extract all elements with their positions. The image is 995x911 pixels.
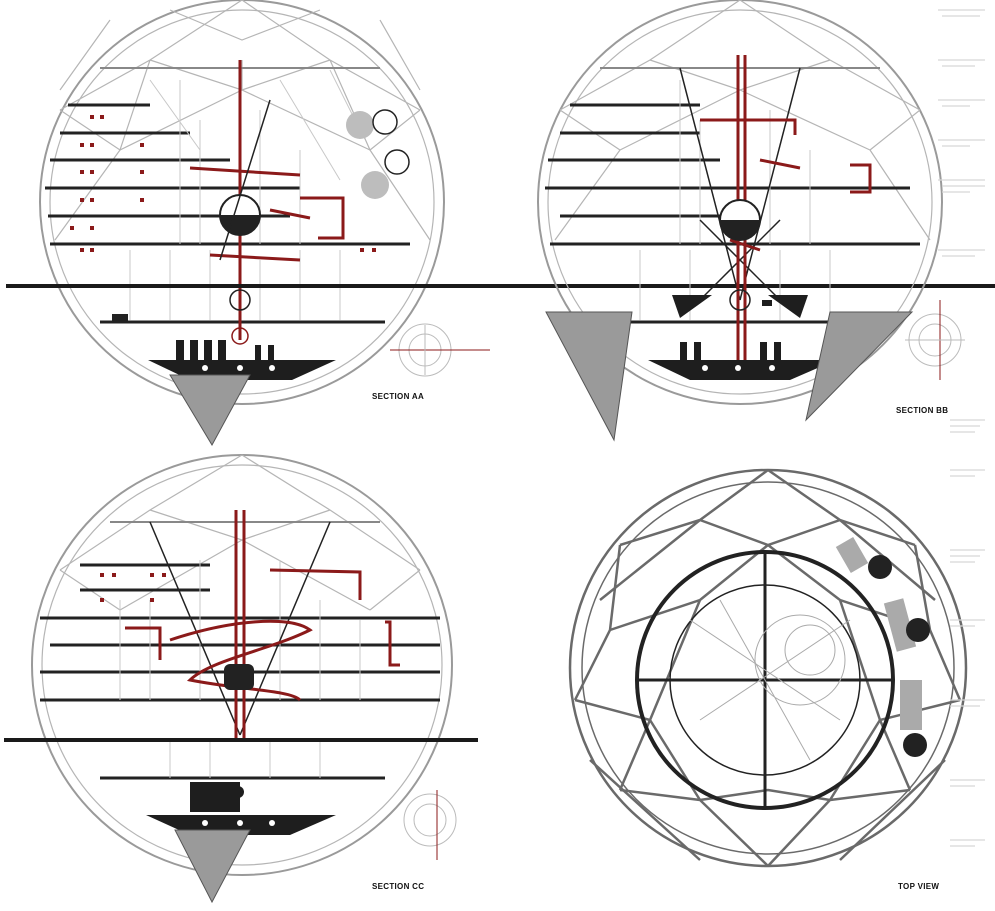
section-aa-diagonal-bracing — [219, 99, 271, 261]
section-cc-key-plan — [403, 790, 457, 860]
top-view-drawing — [568, 468, 968, 868]
section-aa-red-markers — [70, 115, 376, 252]
section-bb-hub — [719, 199, 761, 311]
top-view-caption: TOP VIEW — [898, 882, 940, 891]
section-aa-floor-slabs — [45, 67, 410, 324]
section-bb-partitions — [639, 80, 831, 320]
section-bb-x-bracing — [679, 67, 801, 301]
section-aa-pods — [346, 109, 410, 199]
section-cc-hub — [224, 664, 254, 690]
section-cc-red-markers — [100, 573, 166, 602]
section-cc-base — [146, 815, 336, 904]
section-aa-base — [112, 314, 336, 447]
top-view-inner-plan — [689, 599, 851, 761]
section-bb-drawing — [537, 0, 965, 442]
section-cc-x-bracing — [149, 521, 331, 736]
section-aa-geodesic-frame — [39, 0, 445, 405]
top-view-geodesic-frame — [568, 468, 968, 868]
section-bb-base — [545, 311, 914, 442]
section-aa-caption: SECTION AA — [372, 392, 425, 401]
margin-notes — [938, 9, 985, 847]
section-bb-key-plan — [905, 300, 965, 380]
section-cc-caption: SECTION CC — [372, 882, 425, 891]
section-bb-basement — [672, 295, 808, 318]
section-aa-key-plan — [390, 323, 490, 377]
section-cc-drawing — [4, 454, 478, 904]
top-view-pods — [835, 537, 930, 757]
section-aa-hub — [219, 194, 261, 345]
section-cc-basement — [190, 782, 244, 812]
section-bb-caption: SECTION BB — [896, 406, 949, 415]
section-cc-circulation — [125, 510, 400, 740]
section-aa-drawing — [39, 0, 490, 447]
section-bb-floor-slabs — [545, 67, 920, 324]
